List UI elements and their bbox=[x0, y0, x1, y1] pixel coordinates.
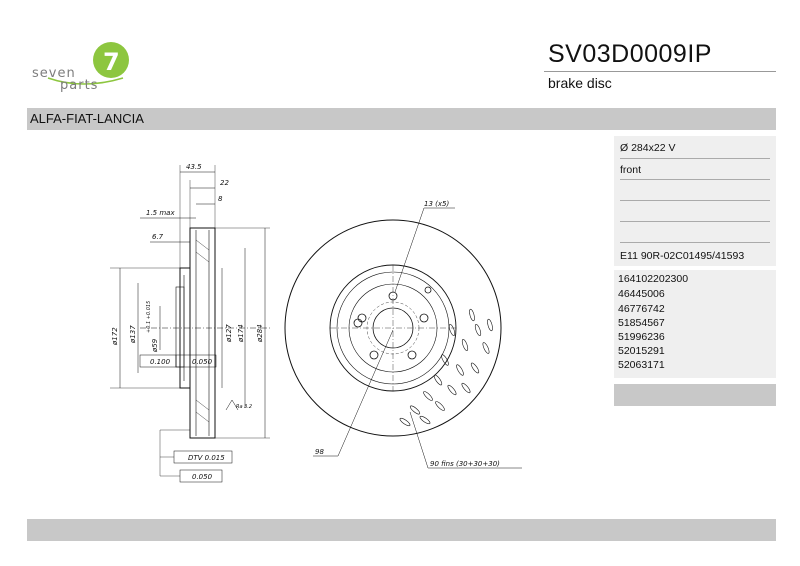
oe-number-list: 164102202300 46445006 46776742 51854567 … bbox=[614, 270, 776, 378]
tolerance-runout: 0.050 bbox=[192, 358, 213, 366]
seven-parts-logo-icon: 7 bbox=[47, 42, 129, 85]
spec-divider bbox=[620, 200, 770, 201]
dimension-labels: 43.5 22 8 1.5 max 6.7 ø172 ø137 ø59 +0.1… bbox=[111, 163, 500, 481]
dim-bolt-holes: 13 (x5) bbox=[424, 200, 449, 208]
oe-number: 52063171 bbox=[618, 359, 665, 371]
part-number: SV03D0009IP bbox=[548, 40, 712, 68]
oe-number: 46776742 bbox=[618, 303, 665, 315]
dim-22: 22 bbox=[220, 179, 229, 187]
spec-footer-strip bbox=[614, 384, 776, 406]
tolerance-flatness: 0.050 bbox=[192, 473, 213, 481]
dim-59-tolerance: +0.1 +0.015 bbox=[146, 301, 152, 333]
oe-number: 164102202300 bbox=[618, 273, 689, 285]
disc-section-view bbox=[110, 165, 270, 483]
spec-divider bbox=[620, 158, 770, 159]
bolt-hole-icon bbox=[407, 350, 417, 360]
dim-137: ø137 bbox=[129, 325, 137, 344]
dim-43-5: 43.5 bbox=[186, 163, 202, 171]
dim-fins: 90 fins (30+30+30) bbox=[430, 460, 500, 468]
spec-position: front bbox=[620, 164, 642, 176]
tolerance-dtv: DTV 0.015 bbox=[188, 454, 225, 462]
vent-slots bbox=[399, 308, 493, 427]
dim-127: ø127 bbox=[225, 324, 233, 343]
oe-number: 52015291 bbox=[618, 345, 665, 357]
brand-logo: 7 seven parts bbox=[28, 38, 138, 98]
dim-284: ø284 bbox=[256, 324, 264, 343]
disc-front-view bbox=[284, 207, 522, 469]
bolt-hole-icon bbox=[419, 313, 429, 323]
oe-number: 46445006 bbox=[618, 288, 665, 300]
spec-box: Ø 284x22 V front E11 90R-02C01495/41593 bbox=[614, 136, 776, 266]
dim-174: ø174 bbox=[237, 324, 245, 343]
brand-bar: ALFA-FIAT-LANCIA bbox=[27, 108, 776, 130]
bolt-hole-icon bbox=[388, 291, 398, 301]
spec-divider bbox=[620, 221, 770, 222]
spec-approval: E11 90R-02C01495/41593 bbox=[620, 250, 745, 262]
logo-text-parts: parts bbox=[60, 78, 99, 93]
spec-divider bbox=[620, 179, 770, 180]
bolt-hole-icon bbox=[369, 350, 379, 360]
brand-name: ALFA-FIAT-LANCIA bbox=[30, 111, 144, 126]
oe-number: 51996236 bbox=[618, 331, 665, 343]
bolt-hole-icon bbox=[357, 313, 367, 323]
dim-98: 98 bbox=[315, 448, 324, 456]
oe-number: 51854567 bbox=[618, 317, 665, 329]
dim-8: 8 bbox=[218, 195, 223, 203]
dim-runout-max: 1.5 max bbox=[146, 209, 175, 217]
dim-172: ø172 bbox=[111, 327, 119, 346]
surface-roughness: Ra 3.2 bbox=[236, 404, 252, 410]
header-divider bbox=[544, 71, 776, 72]
dim-6-7: 6.7 bbox=[152, 233, 164, 241]
dim-59: ø59 bbox=[151, 338, 159, 353]
footer-bar bbox=[27, 519, 776, 541]
tolerance-parallel: 0.100 bbox=[150, 358, 171, 366]
part-description: brake disc bbox=[548, 75, 612, 91]
logo-text-seven: seven bbox=[32, 66, 76, 81]
spec-divider bbox=[620, 242, 770, 243]
spec-size: Ø 284x22 V bbox=[620, 142, 676, 154]
svg-text:7: 7 bbox=[103, 48, 120, 76]
